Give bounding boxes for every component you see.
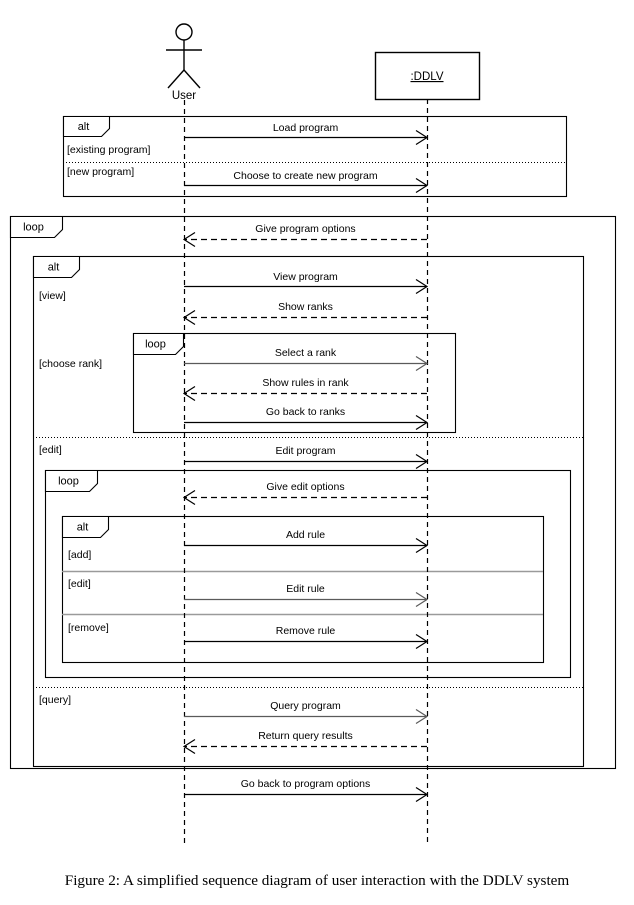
message-arrowhead-select-a-rank xyxy=(415,355,429,372)
participant-box-ddlv xyxy=(374,51,481,101)
fragment-loop-ranks: loop xyxy=(132,332,457,434)
fragment-layer: alt[existing program][new program]loopal… xyxy=(9,115,617,770)
message-label-show-ranks: Show ranks xyxy=(278,301,333,313)
message-go-back-to-program-options: Go back to program options xyxy=(184,778,429,803)
guard-label-alt-program-options-1: [choose rank] xyxy=(39,358,102,370)
message-choose-create-new-program: Choose to create new program xyxy=(184,170,429,194)
guard-label-alt-load-0: [existing program] xyxy=(67,144,151,156)
message-arrowhead-show-rules-in-rank xyxy=(182,385,196,402)
fragment-alt-program-options: alt [view] [choose rank] [edit] [query] xyxy=(32,255,585,768)
guard-label-alt-program-options-3: [query] xyxy=(39,694,71,706)
actor-right-leg-icon xyxy=(183,69,201,89)
message-select-a-rank: Select a rank xyxy=(184,347,429,372)
message-give-edit-options: Give edit options xyxy=(182,481,427,506)
message-arrowhead-view-program xyxy=(415,278,429,295)
participant-ddlv[interactable]: :DDLV xyxy=(374,51,481,101)
guard-label-alt-edit-actions-2: [remove] xyxy=(68,622,109,634)
fragment-loop-edit: loop xyxy=(44,469,572,679)
message-arrowhead-give-program-options xyxy=(182,231,196,248)
fragment-operator-tab-loop-edit xyxy=(44,469,99,493)
message-arrowhead-edit-program xyxy=(415,453,429,470)
message-return-query-results: Return query results xyxy=(182,730,427,755)
fragment-border-loop-ranks xyxy=(132,332,457,434)
fragment-loop-program: loop xyxy=(9,215,617,770)
message-label-give-program-options: Give program options xyxy=(255,223,355,235)
message-arrowhead-choose-create-new-program xyxy=(415,177,429,194)
fragment-operator-tab-loop-ranks xyxy=(132,332,185,356)
fragment-operator-label-alt-load: alt xyxy=(78,121,90,133)
message-edit-program: Edit program xyxy=(184,445,429,470)
message-label-go-back-to-program-options: Go back to program options xyxy=(241,778,371,790)
fragment-operator-tab-loop-program xyxy=(9,215,64,239)
message-go-back-to-ranks: Go back to ranks xyxy=(184,406,429,431)
message-label-add-rule: Add rule xyxy=(286,529,325,541)
fragment-operator-tab-alt-load xyxy=(62,115,111,138)
message-arrowhead-show-ranks xyxy=(182,309,196,326)
message-label-show-rules-in-rank: Show rules in rank xyxy=(262,377,349,389)
guard-label-alt-load-1: [new program] xyxy=(67,166,134,178)
message-label-edit-program: Edit program xyxy=(275,445,335,457)
fragment-border-alt-program-options xyxy=(32,255,585,768)
guard-label-alt-edit-actions-0: [add] xyxy=(68,549,91,561)
fragment-operator-label-alt-program-options: alt xyxy=(48,261,60,273)
message-give-program-options: Give program options xyxy=(182,223,427,248)
fragment-operator-label-loop-program: loop xyxy=(23,221,44,233)
message-arrowhead-load-program xyxy=(415,129,429,146)
guard-label-alt-edit-actions-1: [edit] xyxy=(68,578,91,590)
message-load-program: Load program xyxy=(184,122,429,146)
message-label-choose-create-new-program: Choose to create new program xyxy=(233,170,377,182)
fragment-operator-label-loop-ranks: loop xyxy=(145,338,166,350)
figure-caption: Figure 2: A simplified sequence diagram … xyxy=(64,872,570,889)
message-arrowhead-add-rule xyxy=(415,537,429,554)
message-arrowhead-go-back-to-ranks xyxy=(415,414,429,431)
guard-label-alt-program-options-0: [view] xyxy=(39,290,66,302)
message-label-select-a-rank: Select a rank xyxy=(275,347,337,359)
lifeline-layer xyxy=(183,99,429,845)
fragment-operator-tab-alt-program-options xyxy=(32,255,81,279)
message-show-rules-in-rank: Show rules in rank xyxy=(182,377,427,402)
message-label-give-edit-options: Give edit options xyxy=(266,481,344,493)
message-view-program: View program xyxy=(184,271,429,295)
message-arrowhead-return-query-results xyxy=(182,738,196,755)
fragment-border-loop-edit xyxy=(44,469,572,679)
participant-user[interactable]: User xyxy=(166,23,202,102)
message-label-go-back-to-ranks: Go back to ranks xyxy=(266,406,345,418)
fragment-operator-label-alt-edit-actions: alt xyxy=(77,521,89,533)
guard-label-alt-program-options-2: [edit] xyxy=(39,444,62,456)
participant-label-user: User xyxy=(172,90,196,102)
message-show-ranks: Show ranks xyxy=(182,301,427,326)
actor-head-icon xyxy=(175,23,193,41)
message-arrowhead-remove-rule xyxy=(415,633,429,650)
message-edit-rule: Edit rule xyxy=(184,583,429,608)
message-add-rule: Add rule xyxy=(184,529,429,554)
message-label-load-program: Load program xyxy=(273,122,339,134)
fragment-border-loop-program xyxy=(9,215,617,770)
actor-left-leg-icon xyxy=(167,69,185,89)
fragment-alt-edit-actions: alt [add] [edit] [remove] xyxy=(61,515,545,664)
message-remove-rule: Remove rule xyxy=(184,625,429,650)
fragment-border-alt-load xyxy=(62,115,568,198)
message-label-return-query-results: Return query results xyxy=(258,730,353,742)
message-query-program: Query program xyxy=(184,700,429,725)
message-label-query-program: Query program xyxy=(270,700,341,712)
fragment-operator-tab-alt-edit-actions xyxy=(61,515,110,539)
participant-layer: User :DDLV xyxy=(166,23,481,102)
message-label-edit-rule: Edit rule xyxy=(286,583,325,595)
message-label-remove-rule: Remove rule xyxy=(276,625,336,637)
message-label-view-program: View program xyxy=(273,271,338,283)
message-arrowhead-go-back-to-program-options xyxy=(415,786,429,803)
fragment-alt-load: alt [existing program] [new program] xyxy=(62,115,568,198)
message-arrowhead-query-program xyxy=(415,708,429,725)
fragment-border-alt-edit-actions xyxy=(61,515,545,664)
message-arrowhead-edit-rule xyxy=(415,591,429,608)
message-arrowhead-give-edit-options xyxy=(182,489,196,506)
fragment-operator-label-loop-edit: loop xyxy=(58,475,79,487)
participant-label-ddlv: :DDLV xyxy=(410,71,443,83)
